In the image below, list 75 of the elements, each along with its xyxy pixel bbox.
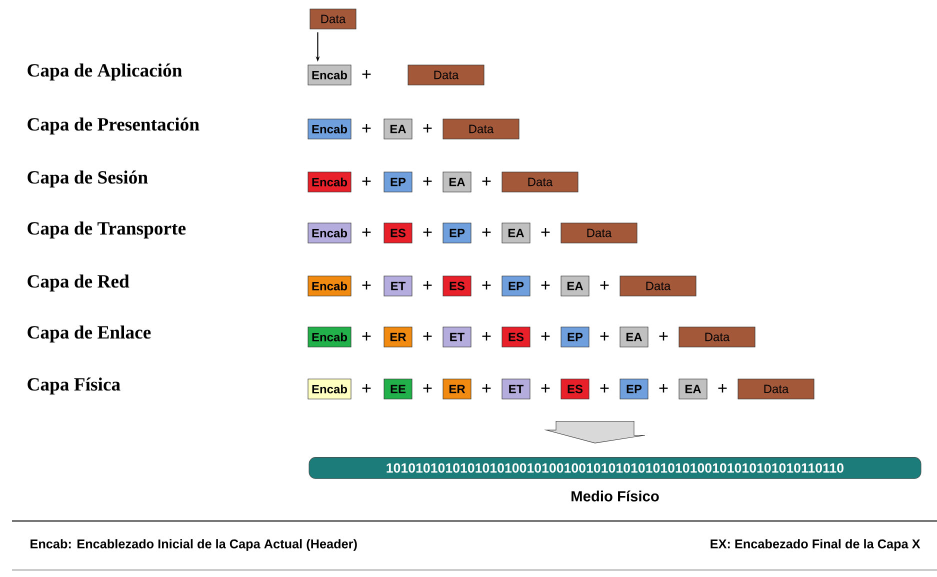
data-box: Data: [502, 172, 578, 192]
layer-name: Capa de Enlace: [28, 326, 151, 342]
header-box: EA: [560, 276, 590, 296]
header-box: Encab: [308, 222, 352, 244]
header-box: Encab: [308, 378, 352, 400]
plus-sign: +: [659, 332, 668, 340]
data-box: Data: [678, 326, 756, 348]
plus-sign: +: [362, 384, 371, 392]
plus-sign: +: [541, 281, 550, 290]
plus-sign: +: [482, 281, 491, 290]
plus-sign: +: [423, 228, 432, 236]
plus-sign: +: [600, 332, 609, 340]
layer-name: Capa de Sesión: [28, 170, 148, 188]
header-box: Encab: [308, 172, 352, 192]
data-box: Data: [738, 378, 814, 400]
header-box: EP: [560, 326, 590, 348]
plus-sign: +: [423, 124, 432, 132]
header-box: ES: [560, 378, 590, 400]
header-box: EA: [442, 172, 472, 192]
plus-sign: +: [362, 228, 371, 236]
plus-sign: +: [362, 70, 371, 78]
legend-note: EX: Encabezado Final de la Capa X: [710, 539, 920, 551]
plus-sign: +: [659, 384, 668, 392]
header-box: ET: [384, 276, 412, 296]
plus-sign: +: [482, 228, 491, 236]
header-box: EA: [502, 222, 530, 244]
layer-name: Capa de Aplicación: [28, 64, 182, 80]
header-box: EE: [384, 378, 412, 400]
plus-sign: +: [362, 124, 371, 132]
header-box: ER: [442, 378, 472, 400]
data-box: Data: [442, 118, 520, 140]
header-box: EA: [678, 378, 708, 400]
header-box: EA: [620, 326, 648, 348]
legend-note: Encab: Encablezado Inicial de la Capa Actual (Header): [30, 539, 357, 551]
data-box: Data: [310, 8, 356, 30]
plus-sign: +: [600, 384, 609, 392]
header-box: Encab: [308, 118, 352, 140]
header-box: EP: [384, 172, 412, 192]
header-box: EA: [384, 118, 412, 140]
block-arrow: [544, 421, 646, 444]
header-box: ER: [384, 326, 412, 348]
plus-sign: +: [423, 332, 432, 340]
header-box: Encab: [308, 326, 352, 348]
plus-sign: +: [541, 228, 550, 236]
plus-sign: +: [423, 177, 432, 186]
data-box: Data: [620, 276, 696, 296]
header-box: Encab: [308, 64, 352, 86]
plus-sign: +: [362, 177, 371, 186]
plus-sign: +: [362, 332, 371, 340]
layer-name: Capa de Red: [28, 274, 130, 292]
header-box: EP: [442, 222, 472, 244]
layer-name: Capa de Presentación: [28, 118, 200, 134]
plus-sign: +: [362, 281, 371, 290]
plus-sign: +: [541, 332, 550, 340]
plus-sign: +: [482, 332, 491, 340]
header-box: ET: [442, 326, 472, 348]
layer-name: Capa de Transporte: [28, 222, 186, 238]
header-box: EP: [620, 378, 648, 400]
plus-sign: +: [482, 177, 491, 186]
plus-sign: +: [482, 384, 491, 392]
layer-name: Capa Física: [28, 378, 120, 394]
header-box: ET: [502, 378, 530, 400]
header-box: EP: [502, 276, 530, 296]
plus-sign: +: [423, 384, 432, 392]
header-box: ES: [502, 326, 530, 348]
plus-sign: +: [541, 384, 550, 392]
plus-sign: +: [718, 384, 727, 392]
data-box: Data: [560, 222, 638, 244]
header-box: Encab: [308, 276, 352, 296]
plus-sign: +: [600, 281, 609, 290]
plus-sign: +: [423, 281, 432, 290]
header-box: ES: [384, 222, 412, 244]
data-box: Data: [408, 64, 484, 86]
bit-stream-bar: 10101010101010101001010010010101010101010100101010101010110110: [308, 457, 922, 479]
header-box: ES: [442, 276, 472, 296]
